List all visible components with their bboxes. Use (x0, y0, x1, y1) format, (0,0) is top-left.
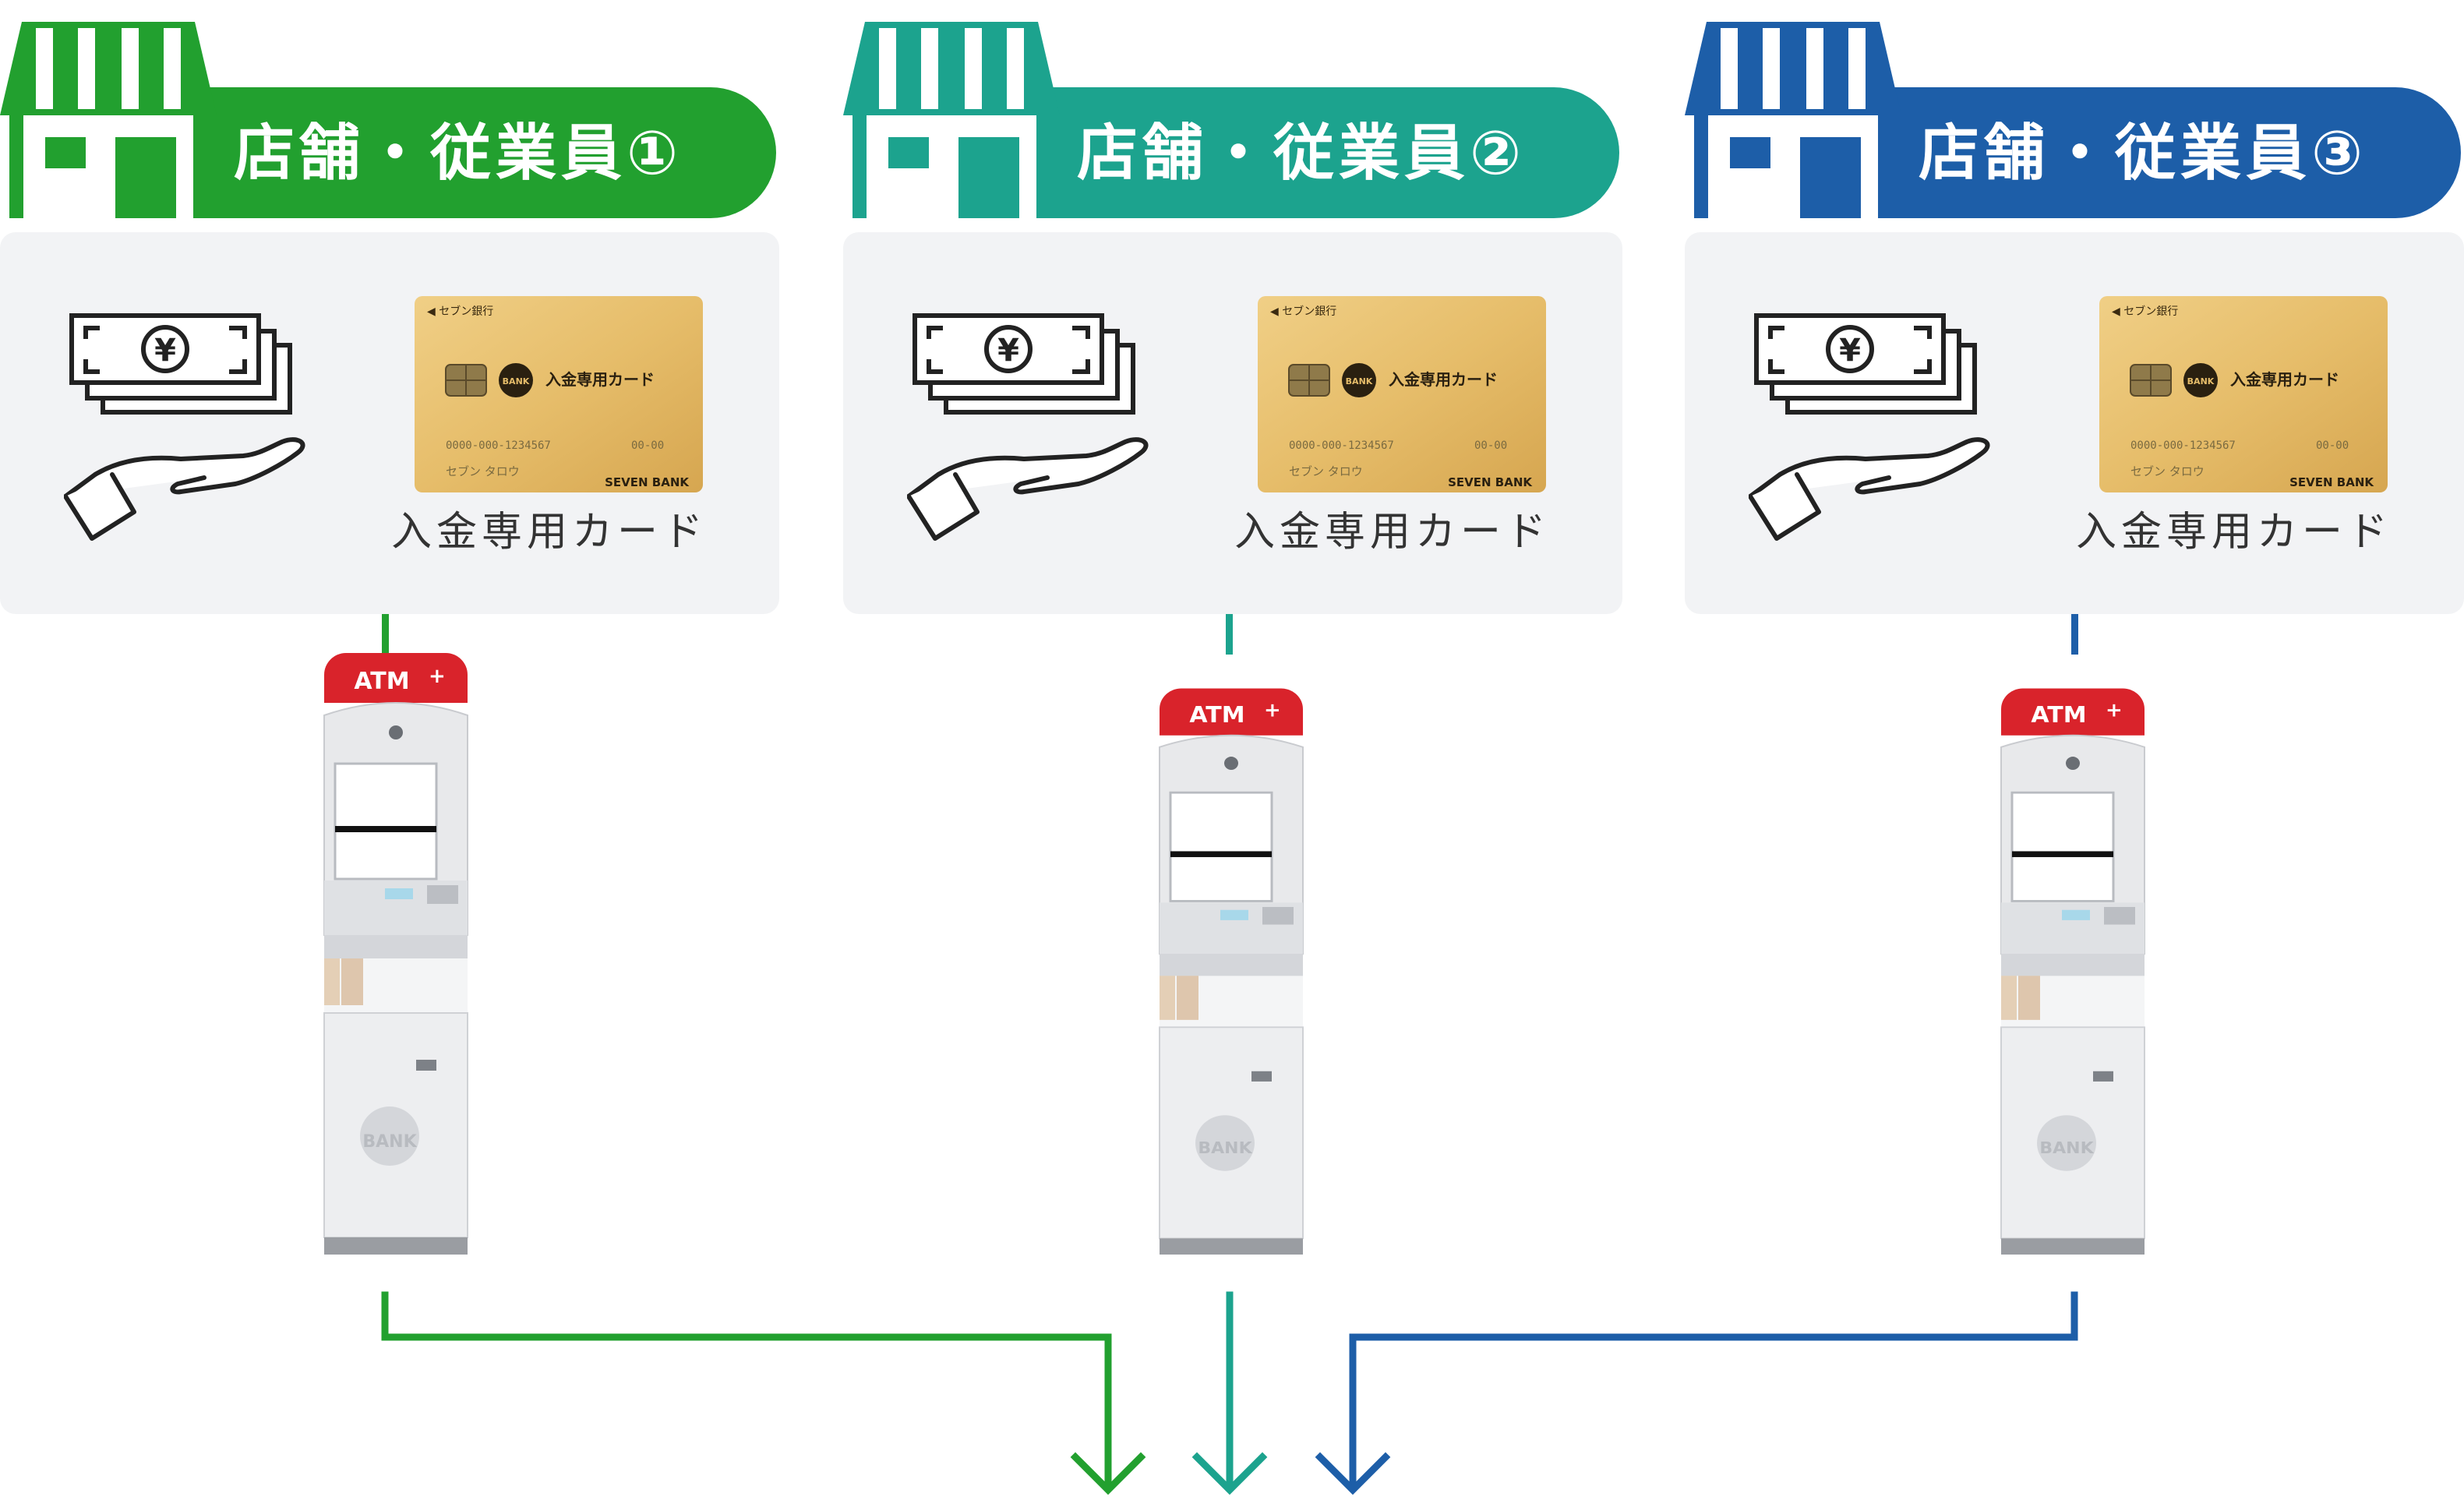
atm-body-logo-icon (360, 1106, 419, 1166)
store-header-3 (1685, 22, 2461, 218)
card-logo: BANK (2187, 376, 2215, 386)
card-holder: セブン タロウ (2130, 464, 2205, 478)
atm-machine-3: ATM + BANK (2000, 688, 2145, 1255)
atm-sign: ATM (2031, 702, 2086, 728)
card-logo-icon (2183, 363, 2218, 397)
arrow-head-2 (1191, 1452, 1268, 1495)
svg-text:+: + (1264, 699, 1281, 721)
connector-top-2 (1226, 614, 1233, 655)
atm-body-logo: BANK (362, 1132, 417, 1152)
column-store-3: 店舗・従業員③ ¥ ◀ セブン銀行 BANK (1685, 0, 2464, 1500)
card-logo-icon (499, 363, 533, 397)
card-caption-2: 入金専用カード (1234, 509, 1551, 556)
card-bank-mark: ◀ セブン銀行 (1270, 305, 1336, 318)
card-label: 入金専用カード (545, 370, 655, 389)
store-header-2 (843, 22, 1619, 218)
card-expiry: 00-00 (631, 439, 664, 452)
yen-symbol: ¥ (154, 333, 176, 369)
card-bank-mark: ◀ セブン銀行 (427, 305, 493, 318)
card-holder: セブン タロウ (1289, 464, 1363, 478)
header-banner (117, 87, 776, 218)
atm-machine-2: ATM + BANK (1159, 688, 1304, 1255)
column-store-2: 店舗・従業員② ¥ ◀ セブン銀行 BANK (843, 0, 1622, 1500)
card-number: 0000-000-1234567 (2130, 439, 2236, 452)
atm-body-logo: BANK (2039, 1139, 2095, 1158)
atm-machine-1: ATM + BANK (323, 653, 468, 1255)
card-logo: BANK (503, 376, 530, 386)
arrow-head-1 (1070, 1452, 1146, 1495)
svg-text:+: + (2106, 699, 2123, 721)
svg-text:+: + (429, 665, 446, 688)
column-store-1: 店舗・従業員① ¥ ◀ セブン銀行 BANK (0, 0, 779, 1500)
card-expiry: 00-00 (1474, 439, 1507, 452)
deposit-card: ◀ セブン銀行 BANK 入金専用カード 0000-000-1234567 00… (2099, 296, 2388, 492)
atm-sign: ATM (354, 668, 409, 695)
card-label: 入金専用カード (2230, 370, 2339, 389)
atm-body-logo-icon (1195, 1115, 1255, 1171)
card-bank-mark: ◀ セブン銀行 (2112, 305, 2178, 318)
card-brand: SEVEN BANK (1448, 475, 1533, 489)
card-caption-3: 入金専用カード (2075, 509, 2392, 556)
store-title-3: 店舗・従業員③ (1919, 118, 2368, 189)
card-number: 0000-000-1234567 (446, 439, 551, 452)
atm-sign: ATM (1189, 702, 1244, 728)
arrow-line-1 (381, 1291, 1112, 1491)
deposit-card: ◀ セブン銀行 BANK 入金専用カード 0000-000-1234567 00… (415, 296, 703, 492)
connector-top-1 (382, 614, 389, 655)
cash-hand-icon: ¥ (907, 313, 1149, 541)
card-logo-icon (1342, 363, 1376, 397)
yen-symbol: ¥ (997, 333, 1019, 369)
card-number: 0000-000-1234567 (1289, 439, 1394, 452)
header-banner (1802, 87, 2461, 218)
store-title-1: 店舗・従業員① (234, 118, 683, 189)
card-holder: セブン タロウ (446, 464, 520, 478)
arrow-line-3 (1349, 1291, 2078, 1491)
yen-symbol: ¥ (1839, 333, 1861, 369)
card-label: 入金専用カード (1389, 370, 1498, 389)
deposit-card: ◀ セブン銀行 BANK 入金専用カード 0000-000-1234567 00… (1258, 296, 1546, 492)
card-brand: SEVEN BANK (605, 475, 690, 489)
connector-top-3 (2071, 614, 2078, 655)
atm-body-logo-icon (2037, 1115, 2096, 1171)
card-caption-1: 入金専用カード (390, 509, 708, 556)
store-header-1 (0, 22, 776, 218)
header-banner (960, 87, 1619, 218)
arrow-head-3 (1315, 1452, 1391, 1495)
card-expiry: 00-00 (2316, 439, 2349, 452)
cash-hand-icon: ¥ (1749, 313, 1990, 541)
cash-hand-icon: ¥ (64, 313, 305, 541)
atm-body-logo: BANK (1198, 1139, 1253, 1158)
card-brand: SEVEN BANK (2289, 475, 2374, 489)
card-logo: BANK (1346, 376, 1373, 386)
store-title-2: 店舗・従業員② (1077, 118, 1527, 189)
